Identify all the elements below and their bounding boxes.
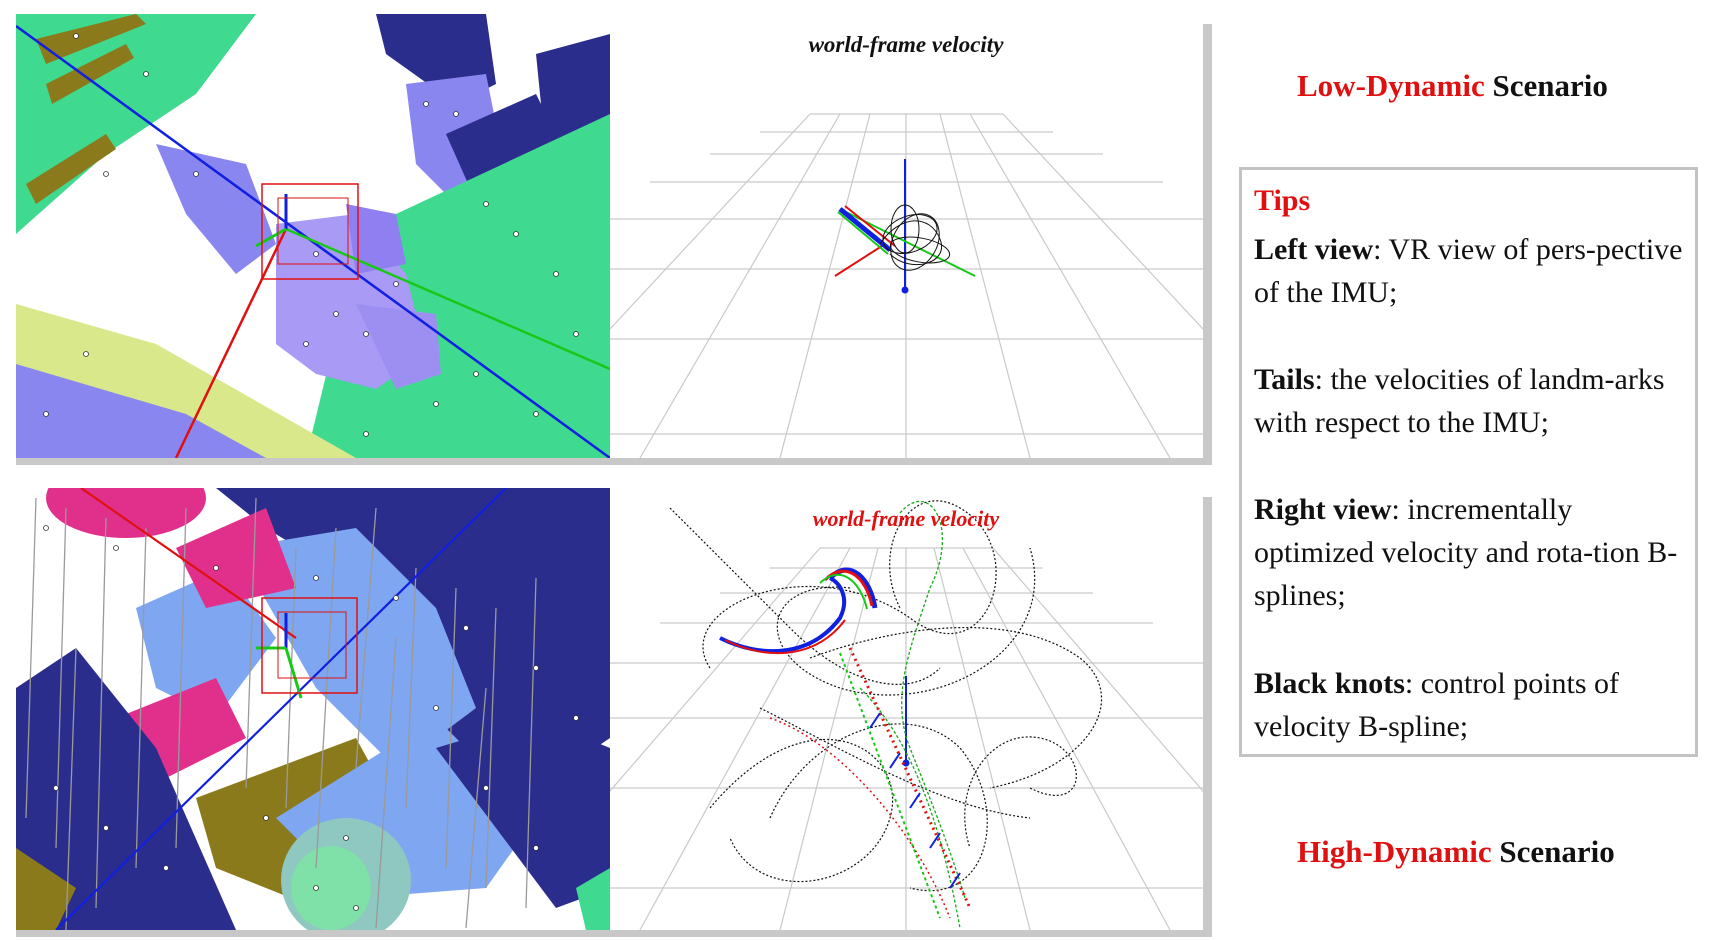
top-vr-scene: [16, 14, 610, 458]
top-panel-shadow-bottom: [16, 458, 1212, 465]
high-dynamic-scenario-label: High-Dynamic Scenario: [1297, 834, 1615, 870]
tip-black-knots: Black knots: control points of velocity …: [1254, 662, 1689, 748]
bottom-plot-title: world-frame velocity: [813, 506, 1000, 531]
low-dynamic-scenario-label: Low-Dynamic Scenario: [1297, 68, 1608, 104]
high-dynamic-accent: High-Dynamic: [1297, 834, 1492, 869]
bottom-velocity-plot: world-frame velocity: [610, 500, 1203, 930]
high-dynamic-rest: Scenario: [1499, 834, 1615, 869]
tips-title: Tips: [1254, 184, 1311, 217]
tip-left-view: Left view: VR view of pers-pective of th…: [1254, 228, 1689, 314]
tips-box: Tips Left view: VR view of pers-pective …: [1239, 167, 1698, 757]
tip-text: : control points of velocity B-spline;: [1254, 667, 1620, 743]
low-dynamic-rest: Scenario: [1492, 68, 1608, 103]
bottom-left-vr-view: [16, 488, 610, 930]
tip-term: Left view: [1254, 233, 1374, 266]
tip-text: : VR view of pers-pective of the IMU;: [1254, 233, 1683, 309]
tip-text: : incrementally optimized velocity and r…: [1254, 493, 1678, 612]
low-dynamic-accent: Low-Dynamic: [1297, 68, 1485, 103]
tip-tails: Tails: the velocities of landm-arks with…: [1254, 358, 1689, 444]
tip-text: : the velocities of landm-arks with resp…: [1254, 363, 1665, 439]
bottom-vr-scene: [16, 488, 610, 930]
tip-right-view: Right view: incrementally optimized velo…: [1254, 488, 1689, 617]
bottom-panel-shadow: [1203, 497, 1212, 937]
top-panel-shadow: [1203, 24, 1212, 465]
bottom-panel-shadow-bottom: [16, 930, 1212, 937]
tip-term: Black knots: [1254, 667, 1405, 700]
top-plot-title: world-frame velocity: [809, 32, 1005, 57]
top-left-vr-view: [16, 14, 610, 458]
tip-term: Tails: [1254, 363, 1315, 396]
top-velocity-plot: world-frame velocity: [610, 32, 1203, 458]
bottom-right-velocity-view: world-frame velocity: [610, 488, 1203, 930]
top-right-velocity-view: world-frame velocity: [610, 14, 1203, 458]
tip-term: Right view: [1254, 493, 1392, 526]
